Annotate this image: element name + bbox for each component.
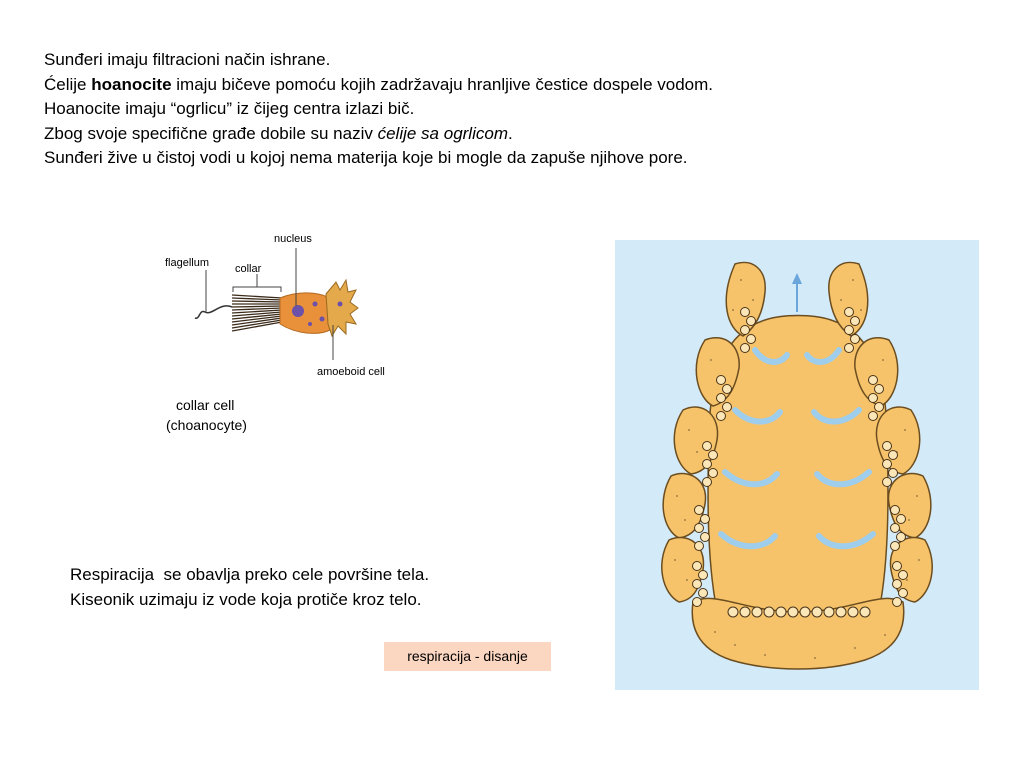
choanocyte-cell	[722, 402, 732, 412]
choanocyte-cell	[716, 393, 726, 403]
choanocyte-cell	[700, 514, 710, 524]
caption-choanocyte: (choanocyte)	[166, 417, 247, 433]
choanocyte-cell	[694, 541, 704, 551]
choanocyte-cell	[868, 375, 878, 385]
choanocyte-cell	[874, 402, 884, 412]
choanocyte-cell	[708, 468, 718, 478]
choanocyte-cell	[702, 441, 712, 451]
label-nucleus: nucleus	[274, 233, 312, 245]
choanocyte-cell	[896, 532, 906, 542]
term-celije-sa-ogrlicom: ćelije sa ogrlicom	[377, 123, 508, 143]
choanocyte-cell	[888, 450, 898, 460]
choanocyte-diagram: flagellum collar nucleus amoeboid cell c…	[165, 233, 385, 433]
choanocyte-cell	[702, 459, 712, 469]
choanocyte-cell	[892, 597, 902, 607]
choanocyte-cell	[716, 411, 726, 421]
left-lobes	[661, 261, 766, 603]
choanocyte-cell	[859, 606, 871, 618]
choanocyte-cell	[844, 307, 854, 317]
caption-collar-cell: collar cell	[176, 397, 234, 413]
respiration-text: Respiracija se obavlja preko cele površi…	[70, 562, 429, 612]
label-flagellum: flagellum	[165, 257, 209, 269]
label-amoeboid-cell: amoeboid cell	[317, 366, 385, 378]
collar-shape	[231, 294, 283, 332]
choanocyte-cell	[727, 606, 739, 618]
choanocyte-cell	[844, 325, 854, 335]
intro-line-4: Zbog svoje specifične građe dobile su na…	[44, 122, 713, 147]
choanocyte-cell	[898, 588, 908, 598]
choanocyte-cell	[692, 597, 702, 607]
intro-line-4-pre: Zbog svoje specifične građe dobile su na…	[44, 123, 378, 143]
choanocyte-cell	[740, 343, 750, 353]
choanocyte-cell	[896, 514, 906, 524]
choanocyte-cell	[892, 561, 902, 571]
choanocyte-cell	[823, 606, 835, 618]
choanocyte-cell	[694, 523, 704, 533]
intro-text: Sunđeri imaju filtracioni način ishrane.…	[44, 48, 713, 171]
choanocyte-cell	[868, 411, 878, 421]
choanocyte-cell	[898, 570, 908, 580]
choanocyte-cell	[702, 477, 712, 487]
choanocyte-cell	[892, 579, 902, 589]
intro-line-1: Sunđeri imaju filtracioni način ishrane.	[44, 50, 331, 69]
intro-line-4-post: .	[507, 123, 513, 143]
respiration-line-2: Kiseonik uzimaju iz vode koja protiče kr…	[70, 590, 422, 609]
choanocyte-cell	[847, 606, 859, 618]
intro-line-2: Ćelije hoanocite imaju bičeve pomoću koj…	[44, 73, 713, 98]
intro-line-5: Sunđeri žive u čistoj vodi u kojoj nema …	[44, 148, 688, 167]
intro-line-2-post: imaju bičeve pomoću kojih zadržavaju hra…	[171, 74, 713, 94]
choanocyte-cell	[787, 606, 799, 618]
choanocyte-cell	[700, 532, 710, 542]
choanocyte-cell	[751, 606, 763, 618]
choanocyte-cell	[835, 606, 847, 618]
choanocyte-cell	[882, 441, 892, 451]
choanocyte-cell	[746, 334, 756, 344]
respiration-badge: respiracija - disanje	[384, 642, 551, 671]
choanocyte-cell	[882, 477, 892, 487]
intro-line-3: Hoanocite imaju “ogrlicu” iz čijeg centr…	[44, 99, 415, 118]
choanocyte-cell	[746, 316, 756, 326]
choanocyte-cell	[740, 325, 750, 335]
choanocyte-cell	[888, 468, 898, 478]
choanocyte-cell	[692, 579, 702, 589]
choanocyte-cell	[694, 505, 704, 515]
choanocyte-cell	[799, 606, 811, 618]
term-hoanocite: hoanocite	[91, 74, 172, 94]
intro-line-2-pre: Ćelije	[44, 74, 92, 94]
choanocyte-cell	[763, 606, 775, 618]
choanocyte-cell	[698, 588, 708, 598]
choanocyte-cell	[692, 561, 702, 571]
flagellum-shape	[194, 305, 233, 319]
choanocyte-cell	[698, 570, 708, 580]
choanocyte-cell	[811, 606, 823, 618]
choanocyte-cell	[882, 459, 892, 469]
label-collar: collar	[235, 263, 262, 275]
choanocyte-cell	[775, 606, 787, 618]
choanocyte-cell	[739, 606, 751, 618]
choanocyte-cell	[850, 334, 860, 344]
choanocyte-cell	[850, 316, 860, 326]
choanocyte-cell	[740, 307, 750, 317]
choanocyte-cell	[708, 450, 718, 460]
choanocyte-cells	[692, 307, 908, 618]
sponge-cross-section-diagram	[615, 240, 979, 690]
choanocyte-cell	[890, 541, 900, 551]
water-flow-arrows	[718, 347, 876, 550]
choanocyte-cell	[874, 384, 884, 394]
amoeboid-cell-shape	[325, 278, 359, 338]
speckle-texture	[674, 279, 920, 659]
choanocyte-cell	[716, 375, 726, 385]
choanocyte-cell	[844, 343, 854, 353]
respiration-line-1: Respiracija se obavlja preko cele površi…	[70, 565, 430, 584]
choanocyte-cell	[722, 384, 732, 394]
nucleus-shape	[292, 305, 304, 317]
choanocyte-cell	[890, 505, 900, 515]
choanocyte-cell	[890, 523, 900, 533]
choanocyte-cell	[868, 393, 878, 403]
